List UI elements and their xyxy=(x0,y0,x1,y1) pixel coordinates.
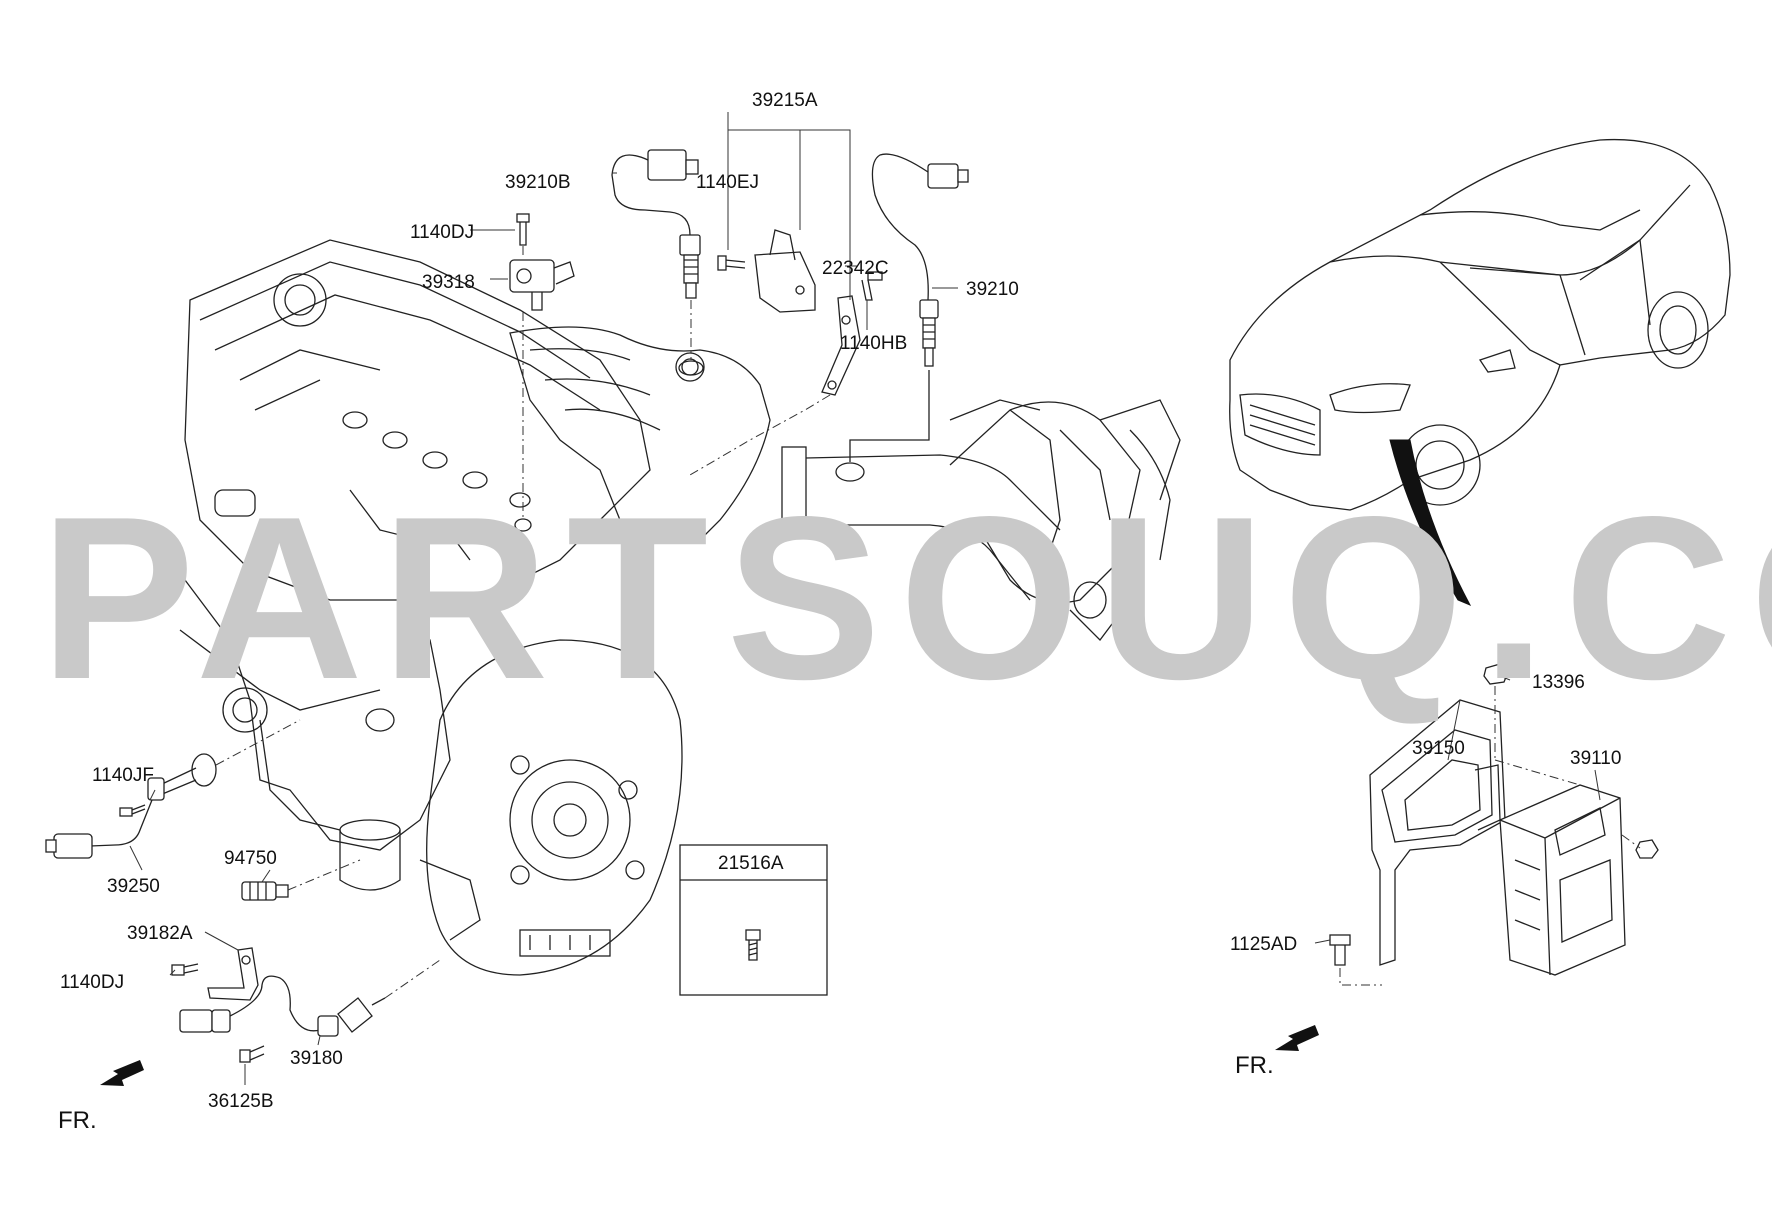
engine-assembly xyxy=(169,239,683,976)
callout-39215A: 39215A xyxy=(752,90,818,111)
callout-39182A: 39182A xyxy=(127,923,193,944)
callout-21516A: 21516A xyxy=(718,853,784,874)
callout-39250: 39250 xyxy=(107,876,160,897)
front-direction-label-right: FR. xyxy=(1235,1052,1274,1079)
callout-13396: 13396 xyxy=(1532,672,1585,693)
callout-1140DJ-top: 1140DJ xyxy=(410,222,474,243)
map-sensor xyxy=(509,213,575,532)
front-arrow-left-icon xyxy=(100,1060,144,1086)
callout-1140EJ: 1140EJ xyxy=(696,172,759,193)
callout-36125B: 36125B xyxy=(208,1091,274,1112)
callout-1140JF: 1140JF xyxy=(92,765,154,786)
exhaust-system xyxy=(509,326,1181,641)
oil-pressure-switch xyxy=(241,859,361,901)
callout-1140HB: 1140HB xyxy=(840,333,907,354)
callout-22342C: 22342C xyxy=(822,258,889,279)
callout-39210B: 39210B xyxy=(505,172,571,193)
watermark-text: PARTSOUQ.COM xyxy=(40,469,1772,728)
callout-39110: 39110 xyxy=(1570,748,1621,769)
knock-sensor xyxy=(45,719,301,859)
callout-1140DJ-bottom: 1140DJ xyxy=(60,972,124,993)
crankshaft-position-sensor xyxy=(171,947,441,1063)
sensor-bracket xyxy=(689,229,883,476)
leader-lines xyxy=(129,112,1601,1085)
front-direction-label-left: FR. xyxy=(58,1107,97,1134)
callout-94750: 94750 xyxy=(224,848,277,869)
oxygen-sensor-downstream xyxy=(849,153,969,462)
oxygen-sensor-upstream xyxy=(611,149,704,376)
callout-39210: 39210 xyxy=(966,279,1019,300)
callout-39318: 39318 xyxy=(422,272,475,293)
callout-39180: 39180 xyxy=(290,1048,343,1069)
vehicle-illustration xyxy=(1229,138,1731,511)
ecu-assembly xyxy=(1329,663,1659,986)
harness-band xyxy=(1389,439,1472,606)
front-arrow-right-icon xyxy=(1275,1025,1319,1051)
callout-1125AD: 1125AD xyxy=(1230,934,1297,955)
callout-39150: 39150 xyxy=(1412,738,1465,759)
part-box-21516A xyxy=(679,844,828,996)
